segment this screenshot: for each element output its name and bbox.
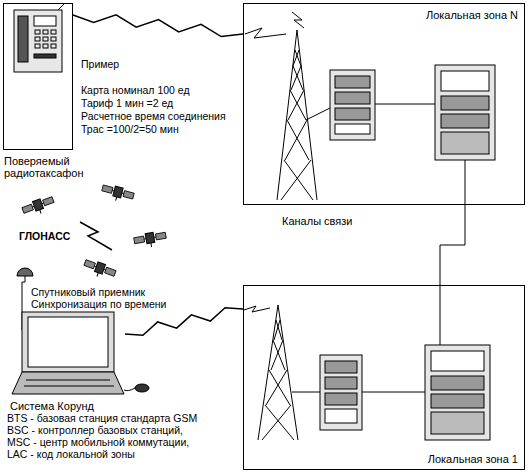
- wire: [292, 286, 440, 392]
- connector-group: [125, 308, 243, 336]
- msc-cabinet: [425, 345, 490, 440]
- node-heading: Локальная зона 1: [428, 453, 518, 465]
- legend-note: LAC - код локальной зоны: [6, 448, 136, 460]
- msc-cabinet: [435, 65, 495, 160]
- note-text: Тариф 1 мин =2 ед: [80, 97, 174, 109]
- legend-note: MSC - центр мобильной коммутации,: [6, 436, 190, 448]
- zone-box: Локальная зона 1: [243, 285, 525, 470]
- radio-link: [125, 308, 243, 336]
- laptop-symbol: [12, 312, 149, 394]
- connector-group: [440, 205, 465, 285]
- bts-tower: [245, 12, 317, 200]
- note-text: Пример: [80, 58, 120, 70]
- bsc-cabinet: [320, 355, 362, 430]
- node-heading: Поверяемый радиотаксафон: [4, 155, 94, 179]
- note-text: Спутниковый приемник: [30, 286, 146, 298]
- note-text: Синхронизация по времени: [30, 298, 167, 310]
- bts-tower: [244, 305, 298, 440]
- note-text: Расчетное время соединения: [80, 110, 227, 122]
- laptop-box: Система Корунд: [10, 310, 126, 396]
- channel-line: [440, 205, 465, 285]
- system-name: ГЛОНАСС: [18, 230, 71, 242]
- node-heading: Система Корунд: [10, 400, 146, 412]
- zone-box: Локальная зона N: [243, 3, 525, 205]
- legend-note: BSC - контроллер базовых станций,: [6, 424, 184, 436]
- payphone-symbol: [14, 4, 64, 72]
- connector-group: [73, 15, 243, 37]
- radio-link: [73, 15, 243, 37]
- bsc-cabinet: [330, 70, 375, 140]
- radio-link: [80, 222, 112, 250]
- legend-note: BTS - базовая станция стандарта GSM: [6, 412, 198, 424]
- note-text: Карта номинал 100 ед: [80, 84, 191, 96]
- wire: [306, 104, 465, 204]
- note-text: Трас =100/2=50 мин: [80, 123, 180, 135]
- node-heading: Локальная зона N: [426, 9, 518, 21]
- payphone-box: Поверяемый радиотаксафон: [3, 3, 73, 150]
- edge-label: Каналы связи: [280, 215, 354, 227]
